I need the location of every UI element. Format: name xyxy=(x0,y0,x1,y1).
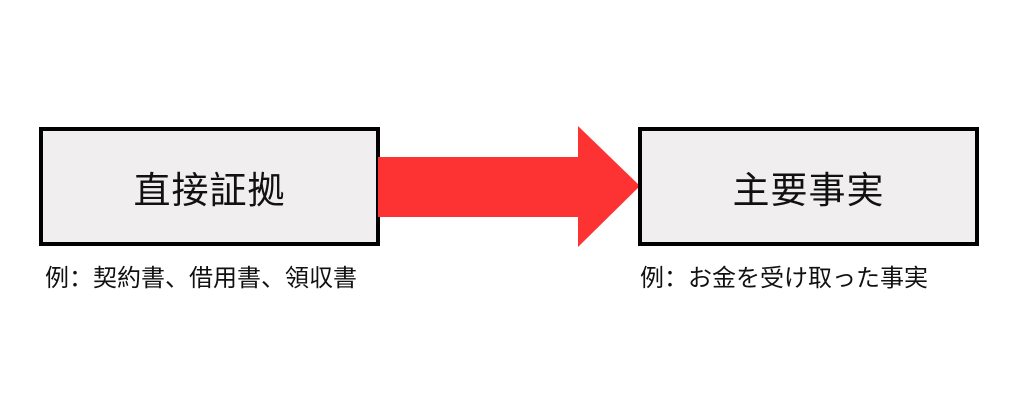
main-fact-label: 主要事実 xyxy=(732,168,885,212)
right-arrow-icon xyxy=(378,126,640,247)
direct-evidence-box: 直接証拠 xyxy=(39,127,380,246)
direct-evidence-label: 直接証拠 xyxy=(133,168,286,212)
direct-evidence-example-caption: 例：契約書、借用書、領収書 xyxy=(45,264,357,292)
main-fact-example-caption: 例：お金を受け取った事実 xyxy=(640,264,928,292)
main-fact-box: 主要事実 xyxy=(638,127,979,246)
